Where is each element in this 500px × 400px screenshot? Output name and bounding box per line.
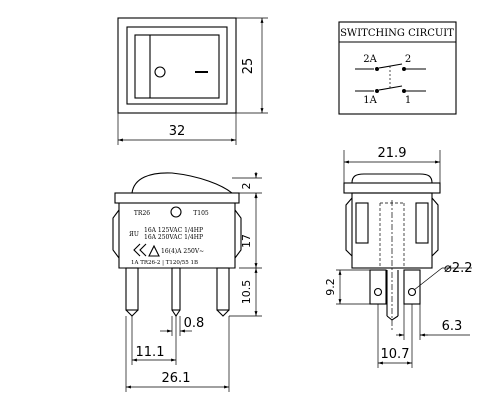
end-width-dim: 21.9 bbox=[378, 146, 407, 161]
pivot-hole bbox=[170, 206, 182, 218]
front-view: 32 25 bbox=[117, 17, 268, 145]
front-height-dim: 25 bbox=[241, 58, 256, 75]
circuit-title: SWITCHING CIRCUIT bbox=[340, 28, 454, 39]
ce-mark-icon bbox=[133, 243, 147, 257]
terminal-right bbox=[216, 267, 230, 311]
rocker-face bbox=[134, 34, 220, 99]
end-rocker bbox=[351, 173, 433, 184]
end-flange bbox=[343, 182, 441, 194]
bezel-flange bbox=[114, 192, 240, 204]
terminal-height-dim: 10.5 bbox=[240, 280, 253, 305]
terminal-left bbox=[125, 267, 139, 311]
ul-mark-icon: ЯU bbox=[129, 231, 139, 238]
marking-t105: T105 bbox=[193, 210, 209, 217]
terminal-1a-label: 1A bbox=[363, 95, 377, 106]
terminal-spacing-dim: 11.1 bbox=[136, 345, 165, 360]
switching-circuit: SWITCHING CIRCUIT 2A 2 1A 1 bbox=[338, 21, 457, 115]
tab-width-dim: 6.3 bbox=[442, 319, 463, 334]
overall-width-dim: 26.1 bbox=[162, 371, 191, 386]
triangle-mark-icon bbox=[148, 244, 160, 257]
body-height-dim: 17 bbox=[240, 234, 253, 248]
marking-bottom-row: 1A TR26-2 | T120/55 1B bbox=[131, 260, 198, 266]
end-terminal-left bbox=[369, 269, 387, 305]
terminal-pitch-dim: 10.7 bbox=[381, 347, 410, 362]
circuit-box bbox=[338, 21, 457, 115]
rocker-cap bbox=[131, 172, 233, 194]
terminal-offset-dim: 9.2 bbox=[324, 278, 337, 296]
front-bezel-outer bbox=[117, 17, 237, 114]
end-view: 21.9 ⌀2.2 9.2 6.3 10.7 bbox=[324, 146, 473, 368]
side-view: TR26 T105 16A 125VAC 1/4HP 16A 250VAC 1/… bbox=[112, 172, 262, 392]
rocker-height-dim: 2 bbox=[240, 183, 253, 190]
terminal-2a-label: 2A bbox=[363, 54, 377, 65]
marking-tr26: TR26 bbox=[134, 210, 150, 217]
front-bezel-inner bbox=[126, 26, 228, 105]
off-symbol-icon bbox=[154, 66, 166, 78]
marking-ce-rating: 16(4)A 250V~ bbox=[161, 248, 204, 255]
front-width-dim: 32 bbox=[169, 124, 186, 139]
hole-diameter-dim: ⌀2.2 bbox=[444, 261, 473, 276]
terminal-2-label: 2 bbox=[405, 54, 411, 65]
terminal-width-dim: 0.8 bbox=[184, 316, 205, 331]
terminal-1-label: 1 bbox=[405, 95, 411, 106]
marking-line1: 16A 125VAC 1/4HP bbox=[144, 227, 203, 234]
terminal-center bbox=[171, 267, 181, 311]
marking-line2: 16A 250VAC 1/4HP bbox=[144, 234, 203, 241]
